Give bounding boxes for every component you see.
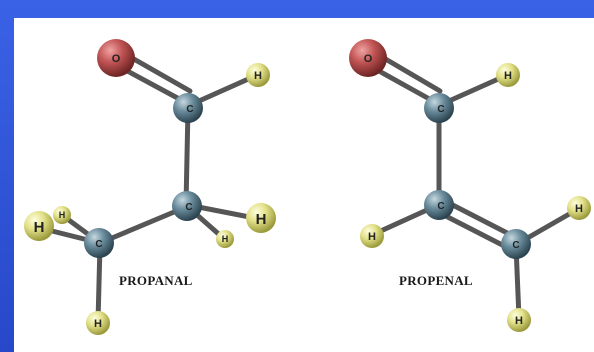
propenal-atom-h-bottom: H <box>507 308 531 332</box>
propanal-atom-h-right: H <box>246 203 276 233</box>
bond-c1-h <box>187 73 258 108</box>
atom-label: C <box>512 240 519 251</box>
propenal-atom-c1: C <box>424 93 454 123</box>
propenal-atom-o: O <box>349 39 387 77</box>
molecule-propanal: O C H C H H C H <box>24 39 276 335</box>
bond-c2-c3-b <box>433 208 515 253</box>
atom-label: H <box>575 203 583 215</box>
atom-label: H <box>222 234 229 244</box>
atom-label: H <box>368 231 376 243</box>
atom-label: C <box>437 104 444 115</box>
propanal-atom-c3: C <box>84 228 114 258</box>
propenal-name-label: PROPENAL <box>399 273 473 288</box>
atom-label: C <box>185 202 192 213</box>
propenal-atom-c2: C <box>424 190 454 220</box>
propanal-atom-h-left: H <box>24 211 54 241</box>
atom-label: H <box>256 211 267 228</box>
atom-label: C <box>437 201 444 212</box>
atom-label: H <box>504 70 512 82</box>
atom-label: C <box>95 239 102 250</box>
propanal-atom-c2: C <box>172 191 202 221</box>
propenal-atom-h-left: H <box>360 224 384 248</box>
propenal-atom-c3: C <box>501 229 531 259</box>
atom-label: O <box>364 53 373 65</box>
propenal-atom-h-top: H <box>496 63 520 87</box>
propanal-atom-h-lower: H <box>216 230 234 248</box>
propanal-atom-h-top: H <box>246 63 270 87</box>
atom-label: H <box>34 219 45 236</box>
bond-c2-c3 <box>97 204 189 246</box>
propanal-atom-o: O <box>97 39 135 77</box>
bond-c1-c2 <box>183 105 191 208</box>
bond-o-c1-b <box>374 51 443 94</box>
atom-label: H <box>94 318 102 330</box>
atom-label: H <box>59 210 66 220</box>
propanal-atom-h-small: H <box>53 206 71 224</box>
bond-o-c1-b <box>122 51 193 94</box>
atom-label: C <box>186 104 193 115</box>
propanal-atom-h-bottom: H <box>86 311 110 335</box>
propanal-atom-c1: C <box>173 93 203 123</box>
molecule-propenal: O C H C H C H H PROPENAL <box>349 39 591 332</box>
propanal-name-label: PROPANAL <box>119 273 193 288</box>
atom-label: H <box>254 70 262 82</box>
atom-label: H <box>515 315 523 327</box>
atom-label: O <box>112 53 121 65</box>
propenal-atom-h-right: H <box>567 196 591 220</box>
